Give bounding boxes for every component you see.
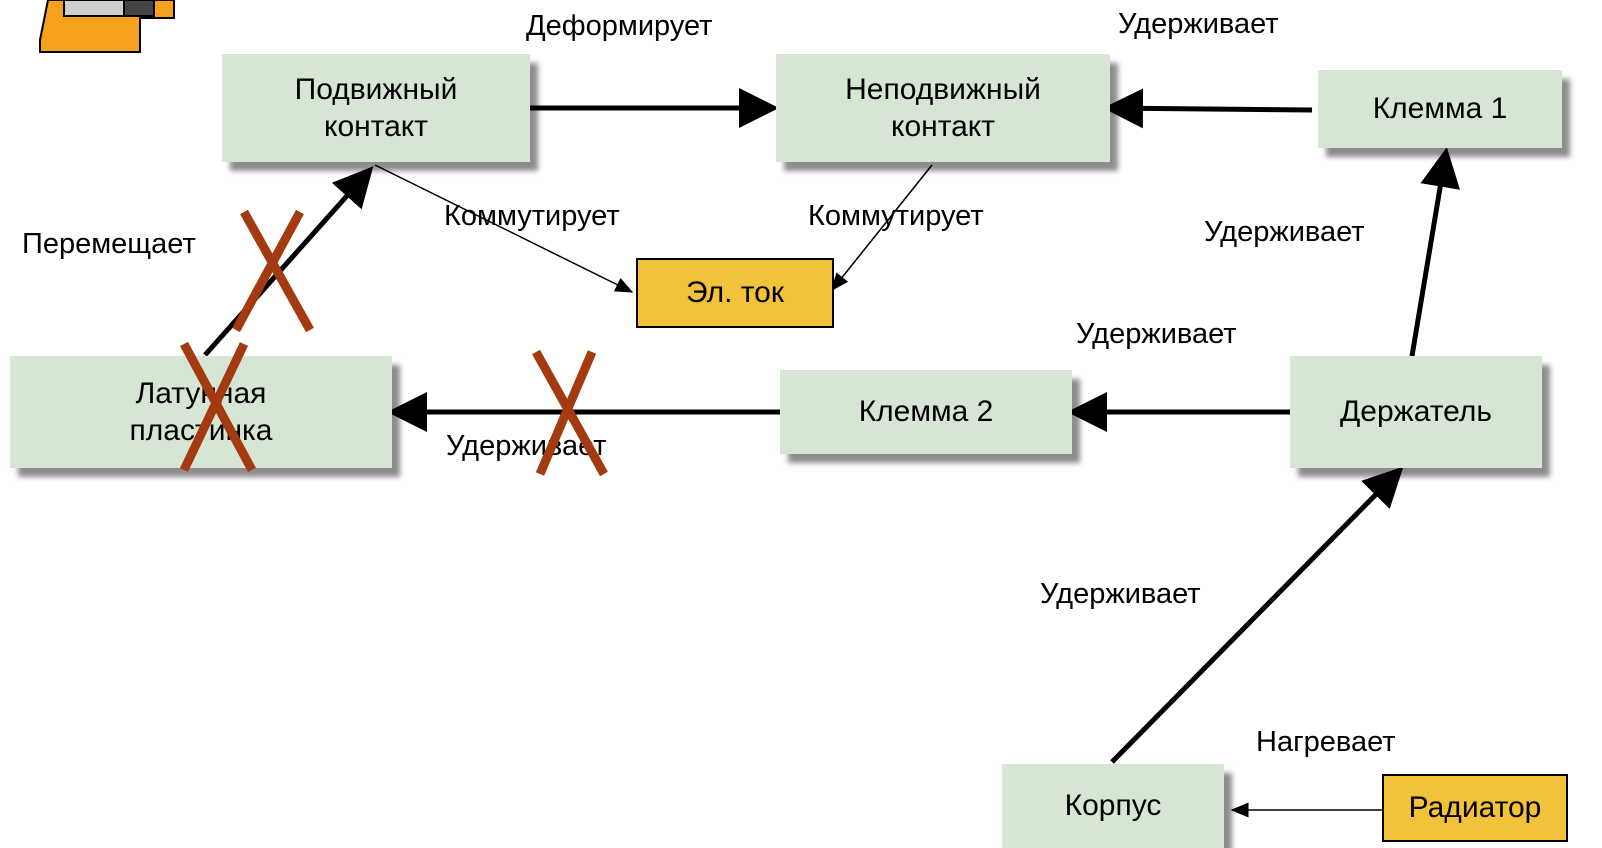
label-holds-t1: Удерживает [1118, 8, 1279, 40]
arrow-moves [203, 166, 374, 357]
label-holds-body-holder: Удерживает [1040, 578, 1201, 610]
arrow-holds-t1 [1103, 88, 1313, 129]
label-heats: Нагревает [1256, 726, 1396, 758]
arrow-holds-holder-t1 [1409, 147, 1460, 357]
node-holder-label: Держатель [1339, 395, 1492, 429]
node-fixed-contact: Неподвижный контакт [776, 54, 1110, 162]
cross-mark-holds-t2 [532, 349, 608, 477]
node-radiator-label: Радиатор [1408, 791, 1542, 825]
node-terminal-2: Клемма 2 [780, 370, 1072, 454]
node-fixed-contact-label: Неподвижный контакт [845, 72, 1041, 144]
node-terminal-2-label: Клемма 2 [858, 395, 994, 429]
arrow-commutes-movable [374, 164, 634, 293]
node-current-label: Эл. ток [686, 276, 784, 310]
node-movable-contact-label: Подвижный контакт [294, 72, 458, 144]
label-commutes-movable: Коммутирует [444, 200, 620, 232]
cross-mark-plate [179, 341, 256, 473]
label-moves: Перемещает [22, 228, 196, 260]
node-brass-plate: Латунная пластинка [10, 356, 392, 468]
node-current: Эл. ток [636, 258, 834, 328]
label-holds-holder-t2: Удерживает [1076, 318, 1237, 350]
label-commutes-fixed: Коммутирует [808, 200, 984, 232]
arrow-holds-body-holder [1110, 466, 1404, 764]
cross-mark-moves [232, 209, 314, 333]
logo-icon [39, 0, 175, 53]
label-deforms: Деформирует [526, 10, 713, 42]
node-terminal-1-label: Клемма 1 [1372, 92, 1508, 126]
node-terminal-1: Клемма 1 [1318, 70, 1562, 148]
node-radiator: Радиатор [1382, 774, 1568, 842]
node-body-label: Корпус [1064, 789, 1162, 823]
label-holds-holder-t1: Удерживает [1204, 216, 1365, 248]
node-movable-contact: Подвижный контакт [222, 54, 530, 162]
node-body: Корпус [1002, 764, 1224, 848]
arrow-commutes-fixed [831, 164, 933, 292]
node-holder: Держатель [1290, 356, 1542, 468]
